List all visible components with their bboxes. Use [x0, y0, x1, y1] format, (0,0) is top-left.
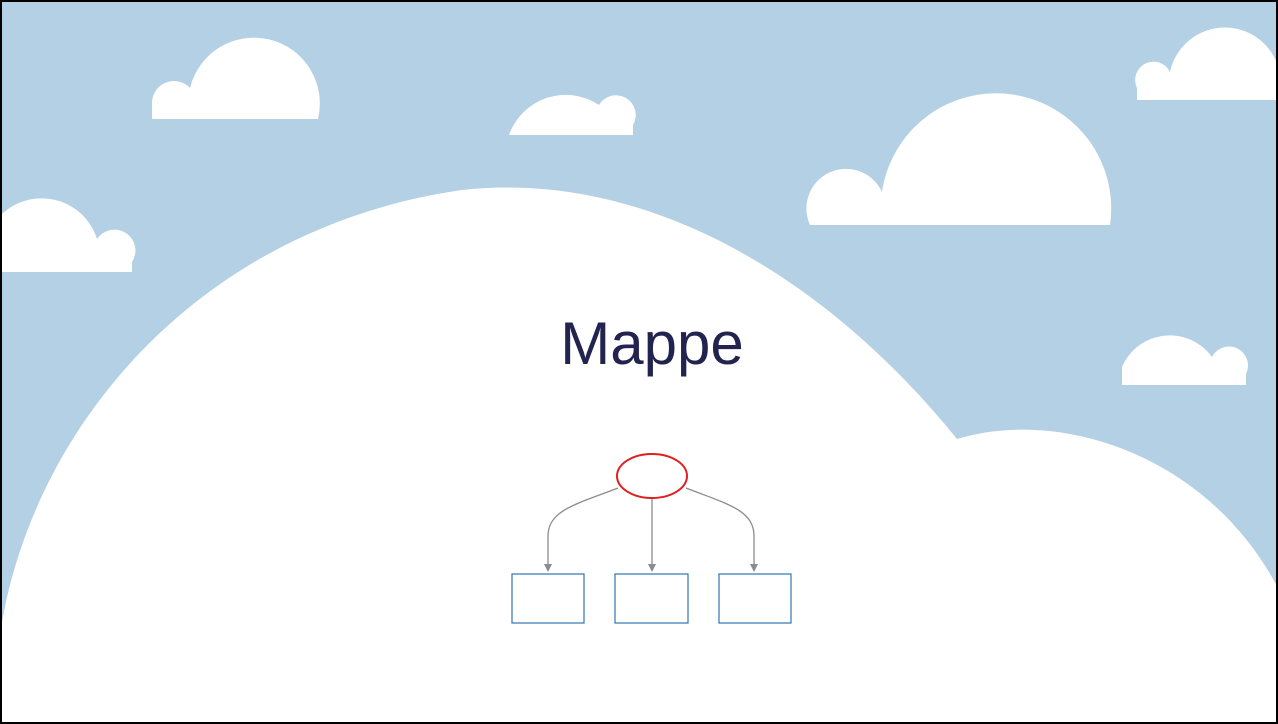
- connector-left: [548, 488, 618, 570]
- child-node-2: [615, 574, 688, 623]
- child-node-3: [719, 574, 791, 623]
- root-node: [617, 454, 687, 498]
- child-node-1: [512, 574, 584, 623]
- slide-title: Mappe: [2, 304, 1278, 384]
- tree-diagram: [502, 446, 802, 630]
- connector-right: [686, 488, 754, 570]
